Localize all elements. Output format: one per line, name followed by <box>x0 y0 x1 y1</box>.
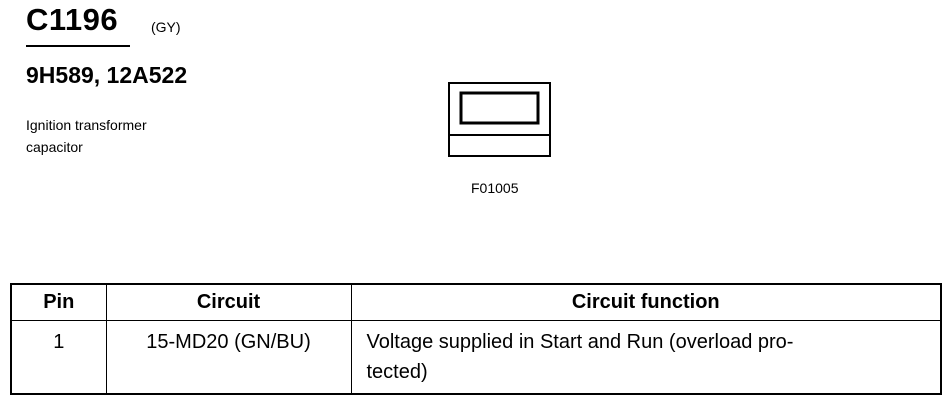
connector-face-drawing <box>448 82 551 157</box>
table-row: 1 15-MD20 (GN/BU) Voltage supplied in St… <box>10 320 942 395</box>
connector-id-underline <box>26 45 130 47</box>
table-header-row: Pin Circuit Circuit function <box>10 283 942 321</box>
color-code: (GY) <box>151 19 181 35</box>
column-header-pin: Pin <box>10 283 107 321</box>
connector-outline <box>448 82 551 157</box>
description-line: capacitor <box>26 139 83 155</box>
connector-cavity <box>459 91 540 125</box>
circuit-function-line: tected) <box>366 361 428 383</box>
circuit-function-line: Voltage supplied in Start and Run (overl… <box>366 331 794 353</box>
part-numbers: 9H589, 12A522 <box>26 62 188 88</box>
pin-cell: 1 <box>10 320 107 395</box>
connector-id: C1196 <box>26 2 119 37</box>
component-description: Ignition transformer capacitor <box>26 114 226 158</box>
column-header-circuit: Circuit <box>105 283 352 321</box>
circuit-function-cell: Voltage supplied in Start and Run (overl… <box>350 320 942 395</box>
column-header-circuit-function: Circuit function <box>350 283 942 321</box>
description-line: Ignition transformer <box>26 117 147 133</box>
figure-code: F01005 <box>471 180 519 196</box>
pin-table: Pin Circuit Circuit function 1 15-MD20 (… <box>10 283 942 395</box>
circuit-cell: 15-MD20 (GN/BU) <box>105 320 352 395</box>
